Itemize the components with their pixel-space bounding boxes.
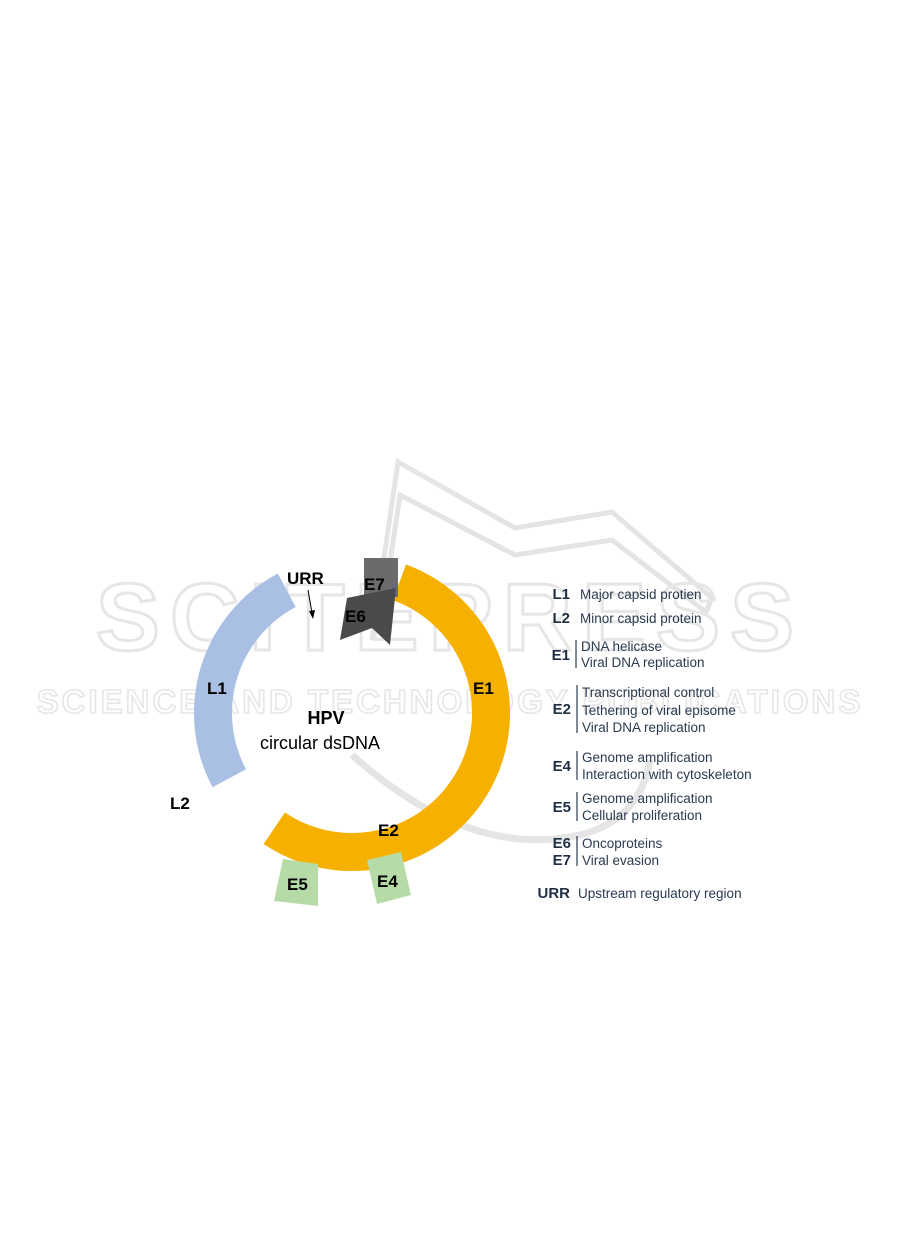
- legend-key-l1: L1: [552, 586, 570, 603]
- genome-title: HPV: [307, 708, 344, 728]
- legend-key-e5: E5: [553, 799, 571, 816]
- legend-key-e7: E7: [553, 852, 571, 869]
- genome-subtitle: circular dsDNA: [260, 733, 380, 753]
- urr-arrow: [307, 589, 313, 614]
- e7-segment: [364, 558, 398, 597]
- urr-arrowhead: [309, 610, 315, 619]
- legend-desc-e2-1: Transcriptional control: [582, 685, 714, 700]
- e6-label: E6: [345, 607, 366, 626]
- l2-label: L2: [170, 794, 190, 813]
- legend-key-e1: E1: [552, 647, 570, 664]
- l1-segment: [193, 573, 296, 788]
- legend-desc-l1: Major capsid protien: [580, 587, 702, 602]
- legend-desc-e1-1: DNA helicase: [581, 639, 662, 654]
- watermark: SCITEPRESS SCIENCE AND TECHNOLOGY PUBLIC…: [36, 458, 864, 844]
- watermark-book-icon: [369, 458, 716, 641]
- legend-desc-e7: Viral evasion: [582, 853, 659, 868]
- genome-ring: [193, 558, 511, 906]
- e1-label: E1: [473, 679, 494, 698]
- legend-desc-l2: Minor capsid protein: [580, 611, 702, 626]
- legend-desc-e4-1: Genome amplification: [582, 750, 713, 765]
- e1-segment: [393, 564, 511, 811]
- legend-desc-e2-2: Tethering of viral episome: [582, 703, 736, 718]
- e7-label: E7: [364, 575, 385, 594]
- legend-desc-e6: Oncoproteins: [582, 836, 663, 851]
- e5-label: E5: [287, 875, 308, 894]
- watermark-sub-text: SCIENCE AND TECHNOLOGY PUBLICATIONS: [37, 683, 864, 720]
- legend-desc-e5-1: Genome amplification: [582, 791, 713, 806]
- legend-desc-e5-2: Cellular proliferation: [582, 808, 702, 823]
- legend-key-l2: L2: [552, 610, 570, 627]
- watermark-swoosh-icon: [349, 752, 654, 844]
- e4-segment: [367, 852, 411, 904]
- l1-label: L1: [207, 679, 227, 698]
- legend-desc-e4-2: Interaction with cytoskeleton: [582, 767, 752, 782]
- e2-label: E2: [378, 821, 399, 840]
- legend-key-e4: E4: [553, 758, 572, 775]
- legend-desc-e1-2: Viral DNA replication: [581, 655, 705, 670]
- legend-desc-e2-3: Viral DNA replication: [582, 720, 706, 735]
- legend-key-e2: E2: [553, 701, 571, 718]
- legend-key-e6: E6: [553, 835, 571, 852]
- e4-label: E4: [377, 872, 398, 891]
- urr-marker: [307, 589, 315, 619]
- e5-segment: [274, 859, 318, 906]
- legend: L1 Major capsid protien L2 Minor capsid …: [538, 586, 752, 902]
- e2-segment: [263, 780, 483, 872]
- legend-desc-urr: Upstream regulatory region: [578, 886, 742, 901]
- urr-label: URR: [287, 569, 324, 588]
- legend-key-urr: URR: [538, 885, 571, 902]
- e6-segment: [340, 588, 396, 645]
